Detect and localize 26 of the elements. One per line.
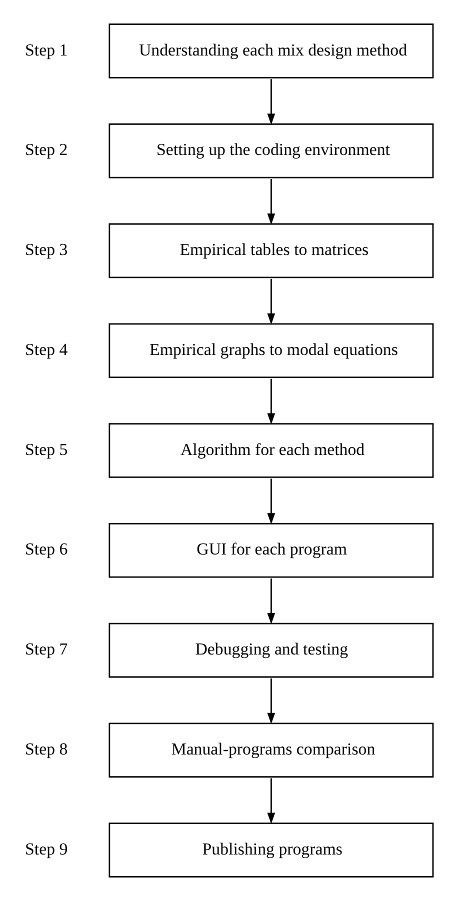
node-box: GUI for each program <box>108 522 434 578</box>
arrow <box>267 178 276 224</box>
arrow <box>267 278 276 324</box>
node-label: Step 5 <box>25 439 68 458</box>
node-label: Step 4 <box>25 339 68 358</box>
node-box: Empirical graphs to modal equations <box>108 322 434 378</box>
node-label: Step 6 <box>25 539 68 558</box>
node-label: Step 1 <box>25 40 68 59</box>
node-label: Step 2 <box>25 140 68 159</box>
arrow <box>267 478 276 524</box>
arrow <box>267 778 276 824</box>
node-label: Step 3 <box>25 240 68 259</box>
arrow <box>267 78 276 124</box>
node-box: Algorithm for each method <box>108 422 434 478</box>
node-box: Publishing programs <box>108 822 434 877</box>
node-box: Setting up the coding environment <box>108 122 434 178</box>
node-box: Understanding each mix design method <box>108 23 434 78</box>
node-label: Step 8 <box>25 739 68 758</box>
arrow <box>267 678 276 724</box>
node-label: Step 7 <box>25 639 68 658</box>
node-box: Debugging and testing <box>108 622 434 678</box>
arrow <box>267 578 276 624</box>
node-box: Empirical tables to matrices <box>108 222 434 278</box>
node-box: Manual-programs comparison <box>108 722 434 778</box>
arrow <box>267 378 276 424</box>
node-label: Step 9 <box>25 838 68 858</box>
